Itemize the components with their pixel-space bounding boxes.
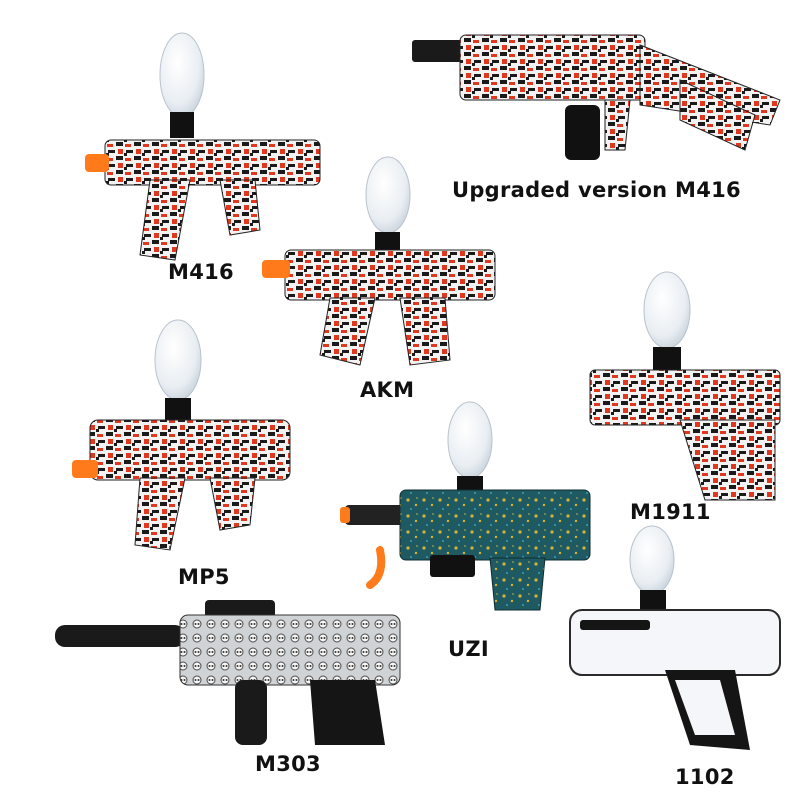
1102-blaster-image xyxy=(569,525,781,750)
product-m1911[interactable]: M1911 xyxy=(585,271,800,530)
product-mp5[interactable]: MP5 xyxy=(70,319,310,590)
product-label: Upgraded version M416 xyxy=(452,178,741,202)
product-uzi[interactable]: UZI xyxy=(340,400,595,665)
upgraded-m416-blaster-image xyxy=(412,34,781,160)
m416-blaster-image xyxy=(85,32,321,261)
mp5-blaster-image xyxy=(72,319,291,551)
uzi-blaster-image xyxy=(340,401,591,611)
product-upgraded-m416[interactable]: Upgraded version M416 xyxy=(410,10,800,210)
product-label: M416 xyxy=(168,260,234,284)
akm-blaster-image xyxy=(262,156,496,366)
product-m303[interactable]: M303 xyxy=(50,590,410,790)
product-m416[interactable]: M416 xyxy=(80,30,330,290)
product-1102[interactable]: 1102 xyxy=(560,525,800,800)
m303-blaster-image xyxy=(55,600,401,745)
product-label: M1911 xyxy=(630,500,711,524)
m1911-blaster-image xyxy=(589,271,781,501)
product-label: AKM xyxy=(360,378,415,402)
product-label: MP5 xyxy=(178,565,230,589)
product-label: M303 xyxy=(255,752,321,776)
product-akm[interactable]: AKM xyxy=(260,156,510,405)
product-label: UZI xyxy=(448,637,489,661)
product-label: 1102 xyxy=(675,765,735,789)
